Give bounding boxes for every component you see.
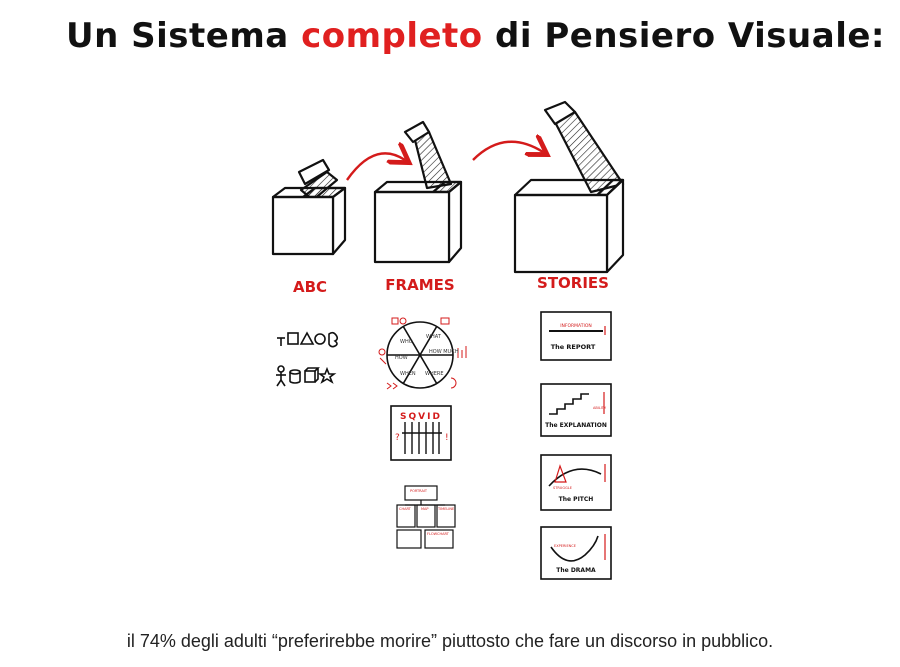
- story-tag-pitch: STRUGGLE: [553, 486, 572, 490]
- six-w-wheel: [378, 317, 467, 390]
- story-label-pitch: The PITCH: [559, 496, 594, 503]
- box-abc: [271, 158, 347, 256]
- story-card-explanation: ABILITY The EXPLANATION: [540, 383, 612, 437]
- wheel-label-when: WHEN: [400, 371, 416, 377]
- story-card-report: INFORMATION The REPORT: [540, 311, 612, 361]
- wheel-label-how: HOW: [395, 355, 408, 361]
- title-part1: Un Sistema: [66, 16, 302, 56]
- slide-title: Un Sistema completo di Pensiero Visuale:: [66, 16, 885, 56]
- grid-label-timeline: TIMELINE: [437, 507, 454, 511]
- frameworks-grid-labels: PORTRAIT CHART MAP TIMELINE FLOWCHART: [399, 489, 454, 536]
- story-tag-drama: EXPERIENCE: [554, 544, 576, 548]
- story-label-explanation: The EXPLANATION: [545, 422, 607, 429]
- wheel-label-how-much: HOW MUCH: [429, 349, 459, 355]
- wheel-label-what: WHAT: [426, 334, 442, 340]
- arrow-1: [346, 153, 405, 181]
- stage-label-stories: STORIES: [537, 274, 609, 292]
- story-tag-explanation: ABILITY: [593, 406, 607, 410]
- slide-caption: il 74% degli adulti “preferirebbe morire…: [126, 631, 774, 651]
- frameworks-grid: [396, 485, 456, 549]
- box-stories: [513, 100, 625, 274]
- stage-label-frames: FRAMES: [385, 276, 454, 294]
- story-card-pitch: STRUGGLE The PITCH: [540, 454, 612, 511]
- stage-label-abc: ABC: [293, 278, 327, 296]
- wheel-label-where: WHERE: [425, 371, 444, 377]
- story-label-drama: The DRAMA: [556, 567, 596, 574]
- title-accent: completo: [301, 16, 483, 56]
- abc-shapes: [276, 331, 339, 387]
- grid-label-map: MAP: [421, 507, 429, 511]
- grid-label-chart: CHART: [399, 507, 412, 511]
- title-part2: di Pensiero Visuale:: [482, 16, 886, 56]
- grid-label-portrait: PORTRAIT: [410, 489, 428, 493]
- sqvid-label: SQVID: [400, 412, 442, 422]
- story-card-drama: EXPERIENCE The DRAMA: [540, 526, 612, 580]
- box-frames: [373, 120, 463, 264]
- arrow-2: [472, 142, 543, 161]
- svg-text:?: ?: [395, 433, 400, 443]
- visual-thinking-illustration: ABC FRAMES STORIES WHO WHAT HOW: [271, 100, 625, 580]
- grid-label-flowchart: FLOWCHART: [427, 532, 450, 536]
- sqvid-card: SQVID ? !: [390, 405, 452, 461]
- wheel-label-who: WHO: [400, 339, 413, 345]
- story-tag-report: INFORMATION: [560, 323, 592, 329]
- six-w-wheel-labels: WHO WHAT HOW HOW MUCH WHEN WHERE: [395, 334, 459, 377]
- story-label-report: The REPORT: [551, 343, 596, 351]
- svg-text:!: !: [445, 433, 449, 443]
